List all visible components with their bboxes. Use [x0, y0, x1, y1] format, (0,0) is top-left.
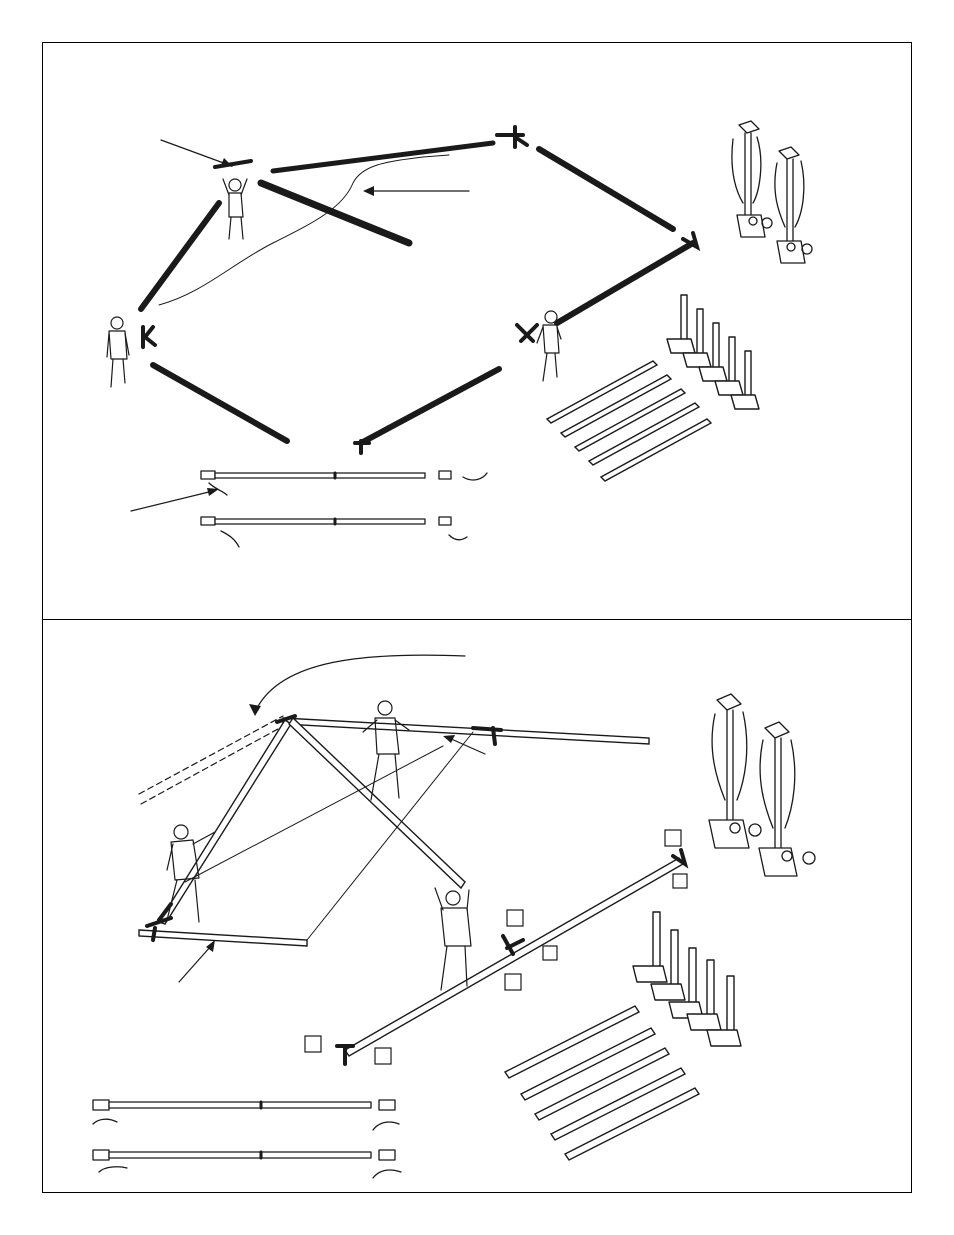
square-tubes [505, 1006, 699, 1160]
pointer-arrow [179, 940, 215, 982]
worker-figure [435, 888, 471, 990]
pointer-arrow [161, 140, 233, 167]
pointer-arrow [131, 488, 219, 511]
pointer-arrow [443, 735, 485, 754]
worker-figure [107, 317, 129, 387]
assembly-panel-bottom [42, 619, 912, 1193]
anchor-kit [709, 694, 761, 848]
worker-figure [223, 179, 247, 239]
frame-raise-illustration [43, 620, 913, 1194]
callout-boxes [305, 830, 687, 1064]
anchor-kit [732, 121, 772, 237]
assembly-panel-top [42, 42, 912, 620]
pointer-arrow [363, 186, 469, 196]
raised-frame [139, 718, 683, 1056]
frame-layout-illustration [43, 43, 913, 621]
worker-figure [363, 701, 409, 800]
anchor-kit [775, 147, 812, 263]
legs-set [633, 912, 741, 1046]
side-bars [93, 1100, 401, 1178]
frame-poles [141, 143, 693, 443]
anchor-kit [759, 722, 815, 876]
swing-arrow [249, 655, 465, 716]
side-bars [201, 471, 487, 547]
square-tubes [547, 361, 711, 481]
